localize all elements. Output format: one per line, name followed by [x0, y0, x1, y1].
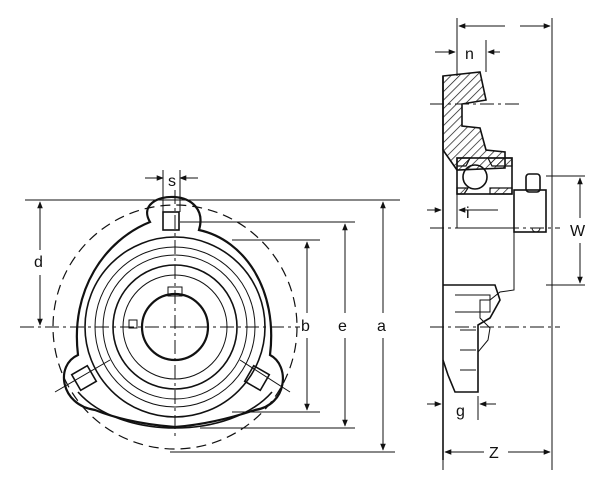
dimension-Z: Z	[444, 445, 551, 462]
label-e: e	[338, 318, 347, 335]
label-s: s	[168, 173, 176, 190]
dimension-s: s	[145, 173, 198, 190]
flange-plate-inner	[456, 170, 515, 393]
bolt-axis-right	[239, 359, 291, 393]
bolt-hole-top	[162, 211, 180, 231]
bearing-ball	[462, 164, 488, 190]
dimension-i: i	[427, 205, 498, 222]
label-g: g	[456, 403, 465, 420]
dimension-a: a	[377, 201, 386, 451]
label-n: n	[465, 46, 474, 63]
bolt-axis-left	[54, 359, 111, 393]
dimension-g: g	[427, 401, 496, 420]
flange-section-lower	[442, 284, 501, 393]
bolt-hole-right	[243, 364, 271, 392]
label-W: W	[570, 223, 586, 240]
lower-boss-detail	[455, 294, 491, 371]
locking-collar	[513, 189, 547, 233]
bearing-race	[456, 157, 513, 195]
dimension-d: d	[34, 201, 43, 326]
dimension-b: b	[301, 241, 310, 411]
dimension-n: n	[435, 46, 500, 63]
bearing-seal	[456, 157, 513, 195]
dimension-W: W	[570, 177, 586, 284]
dimension-e: e	[338, 223, 348, 427]
bolt-hole-left	[70, 364, 98, 392]
grub-screw	[128, 319, 138, 329]
collar-ring	[531, 227, 541, 233]
label-b: b	[301, 318, 310, 335]
flange-section-top	[442, 71, 506, 171]
collar-screw	[525, 173, 541, 193]
label-Z: Z	[489, 445, 499, 462]
front-view	[20, 170, 400, 453]
label-d: d	[34, 254, 43, 271]
label-a: a	[377, 318, 386, 335]
label-i: i	[466, 205, 470, 222]
side-view	[430, 18, 585, 470]
